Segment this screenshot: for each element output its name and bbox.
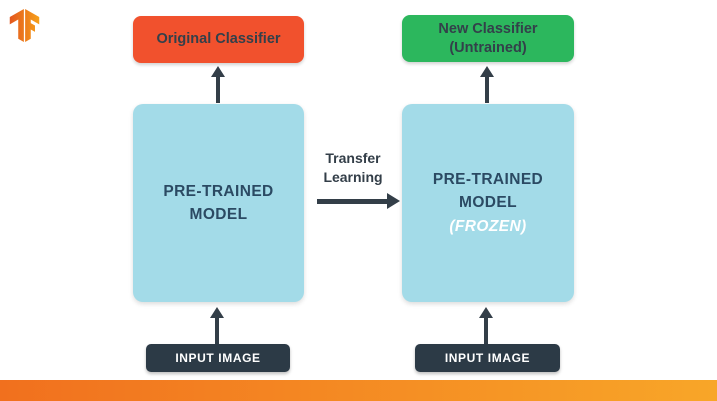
new-classifier-line2: (Untrained) — [449, 39, 527, 56]
arrow-shaft — [216, 77, 220, 103]
pretrained-model-left-line1: PRE-TRAINED — [163, 182, 274, 200]
transfer-learning-line1: Transfer — [325, 150, 381, 166]
arrowhead-icon — [210, 307, 224, 318]
arrow-shaft — [485, 77, 489, 103]
tensorflow-logo-icon — [8, 9, 41, 42]
arrowhead-icon — [387, 193, 400, 209]
arrow-up-left-model-to-classifier — [211, 66, 225, 103]
pretrained-model-right-frozen-label: (FROZEN) — [449, 217, 527, 235]
arrow-up-right-model-to-classifier — [480, 66, 494, 103]
arrow-right-transfer — [317, 193, 400, 209]
input-image-box-left: INPUT IMAGE — [146, 344, 290, 372]
input-image-box-right: INPUT IMAGE — [415, 344, 560, 372]
original-classifier-box: Original Classifier — [133, 16, 304, 63]
pretrained-model-box-left: PRE-TRAINED MODEL — [133, 104, 304, 302]
arrow-shaft — [215, 318, 219, 344]
input-image-left-label: INPUT IMAGE — [175, 351, 261, 365]
new-classifier-box: New Classifier (Untrained) — [402, 15, 574, 62]
arrow-up-left-input-to-model — [210, 307, 224, 344]
arrow-shaft — [317, 198, 388, 204]
transfer-learning-label: Transfer Learning — [305, 149, 401, 187]
transfer-learning-line2: Learning — [323, 168, 383, 185]
pretrained-model-box-right: PRE-TRAINED MODEL (FROZEN) — [402, 104, 574, 302]
new-classifier-line1: New Classifier — [438, 20, 538, 37]
arrow-up-right-input-to-model — [479, 307, 493, 344]
pretrained-model-right-line1: PRE-TRAINED — [432, 171, 544, 189]
arrow-shaft — [484, 318, 488, 344]
pretrained-model-left-line2: MODEL — [189, 206, 248, 223]
original-classifier-label: Original Classifier — [156, 31, 281, 48]
arrowhead-icon — [211, 66, 225, 77]
arrowhead-icon — [479, 307, 493, 318]
input-image-right-label: INPUT IMAGE — [444, 351, 531, 365]
footer-gradient-bar — [0, 380, 717, 401]
pretrained-model-right-line2: MODEL — [459, 194, 517, 212]
arrowhead-icon — [480, 66, 494, 77]
